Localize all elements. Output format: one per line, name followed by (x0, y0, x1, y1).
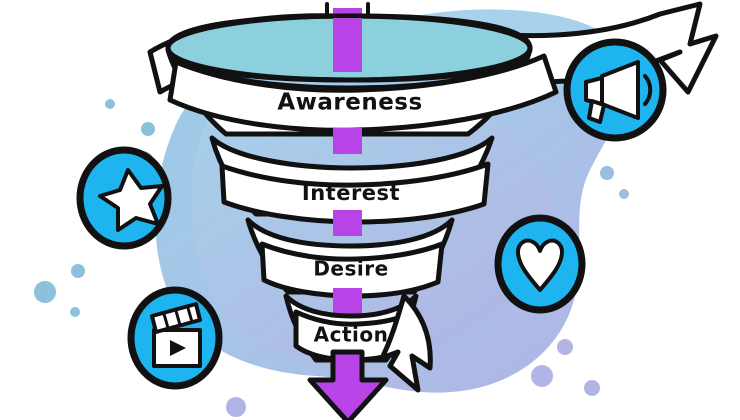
bubble-blue (70, 307, 80, 317)
megaphone-icon[interactable] (563, 38, 667, 142)
bubble-blue (141, 122, 155, 136)
downward-arrow (307, 349, 389, 420)
heart-icon[interactable] (494, 214, 586, 314)
bubble-blue (105, 99, 115, 109)
star-icon-glyph (98, 168, 164, 232)
bubble-blue (600, 166, 614, 180)
megaphone-icon-glyph (584, 60, 653, 124)
funnel-tier-interest: Interest (209, 135, 495, 225)
funnel-stage-label-interest: Interest (302, 181, 400, 205)
arrow-shaft-through-bowl (333, 18, 362, 72)
funnel-stage-label-action: Action (314, 323, 389, 347)
funnel-tier-interest-band (219, 161, 491, 225)
bubble-lavender (226, 397, 246, 417)
funnel-stage-label-awareness: Awareness (277, 90, 422, 116)
funnel-tier-desire: Desire (245, 217, 455, 299)
heart-icon-glyph (516, 238, 564, 292)
bubble-blue (71, 264, 85, 278)
decorative-bubbles-group (34, 99, 629, 417)
bubble-blue (619, 189, 629, 199)
funnel-tier-desire-band (259, 241, 445, 299)
arrow-shaft-segment-2 (333, 210, 362, 236)
clapperboard-icon-glyph (150, 302, 202, 368)
funnel-stage-label-desire: Desire (313, 257, 388, 281)
funnel-tail-flap (379, 293, 433, 393)
bubble-lavender (557, 339, 573, 355)
bubble-blue (34, 281, 56, 303)
arrow-shaft-segment-3 (333, 288, 362, 314)
arrow-shaft-segment-1 (333, 128, 362, 154)
bubble-lavender (584, 380, 600, 396)
funnel-tier-awareness-band (167, 53, 559, 133)
clapperboard-icon[interactable] (127, 286, 223, 390)
funnel-tier-awareness: Awareness (165, 47, 559, 137)
bubble-lavender (531, 365, 553, 387)
downward-arrow-shape (307, 349, 389, 420)
star-icon[interactable] (76, 146, 172, 250)
